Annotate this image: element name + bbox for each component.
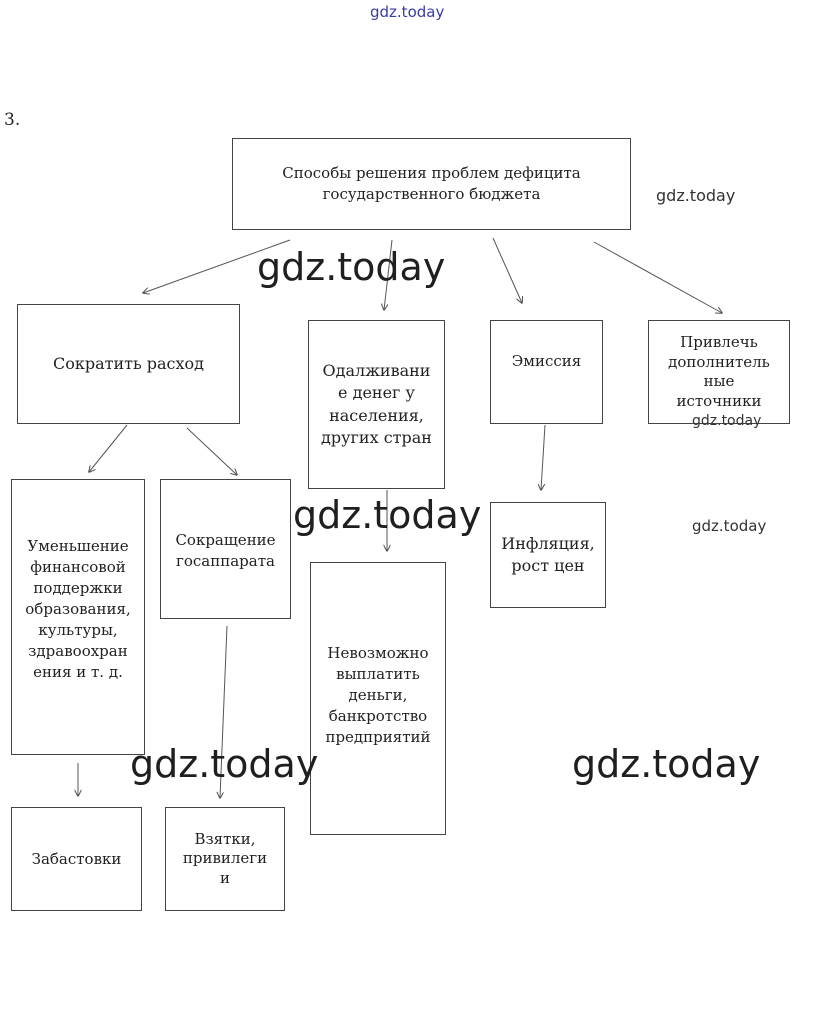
bribes-node: Взятки, привилеги и — [165, 807, 285, 911]
strikes-label: Забастовки — [31, 849, 122, 868]
edge-root-emission — [492, 237, 522, 303]
watermark: gdz.today — [692, 517, 767, 535]
edge-staff-bribes — [220, 625, 228, 798]
inflation-node: Инфляция, рост цен — [490, 502, 606, 608]
watermark: gdz.today — [572, 742, 761, 786]
cut-spending-node: Сократить расход — [17, 304, 240, 424]
cut-staff-node: Сокращение госаппарата — [160, 479, 291, 619]
cannot-pay-node: Невозможно выплатить деньги, банкротство… — [310, 562, 446, 835]
inflation-label: Инфляция, рост цен — [501, 533, 595, 575]
reduce-support-node: Уменьшение финансовой поддержки образова… — [11, 479, 145, 755]
edge-root-cut-spending — [143, 239, 291, 293]
root-label: Способы решения проблем дефицита государ… — [282, 164, 581, 203]
other-sources-node: Привлечь дополнитель ные источники — [648, 320, 790, 424]
other-sources-label: Привлечь дополнитель ные источники — [668, 333, 770, 410]
cut-staff-label: Сокращение госаппарата — [175, 531, 276, 570]
watermark-top: gdz.today — [370, 3, 445, 21]
emission-label: Эмиссия — [511, 352, 582, 370]
root-node: Способы решения проблем дефицита государ… — [232, 138, 631, 230]
watermark: gdz.today — [692, 413, 762, 429]
edge-emission-inflation — [541, 424, 546, 490]
borrow-node: Одалживани е денег у населения, других с… — [308, 320, 445, 489]
edge-root-other-sources — [593, 241, 722, 313]
edge-root-borrow — [384, 239, 393, 310]
strikes-node: Забастовки — [11, 807, 142, 911]
edge-cut-reduce-support — [89, 424, 128, 472]
edge-cut-staff — [186, 427, 237, 475]
task-number: 3. — [4, 110, 21, 130]
cut-spending-label: Сократить расход — [52, 353, 205, 373]
borrow-label: Одалживани е денег у населения, других с… — [321, 360, 432, 447]
cannot-pay-label: Невозможно выплатить деньги, банкротство… — [325, 644, 431, 746]
reduce-support-label: Уменьшение финансовой поддержки образова… — [25, 537, 131, 681]
watermark: gdz.today — [257, 245, 446, 289]
watermark: gdz.today — [656, 186, 736, 205]
bribes-label: Взятки, привилеги и — [182, 829, 268, 887]
watermark: gdz.today — [293, 493, 482, 537]
emission-node: Эмиссия — [490, 320, 603, 424]
watermark: gdz.today — [130, 742, 319, 786]
